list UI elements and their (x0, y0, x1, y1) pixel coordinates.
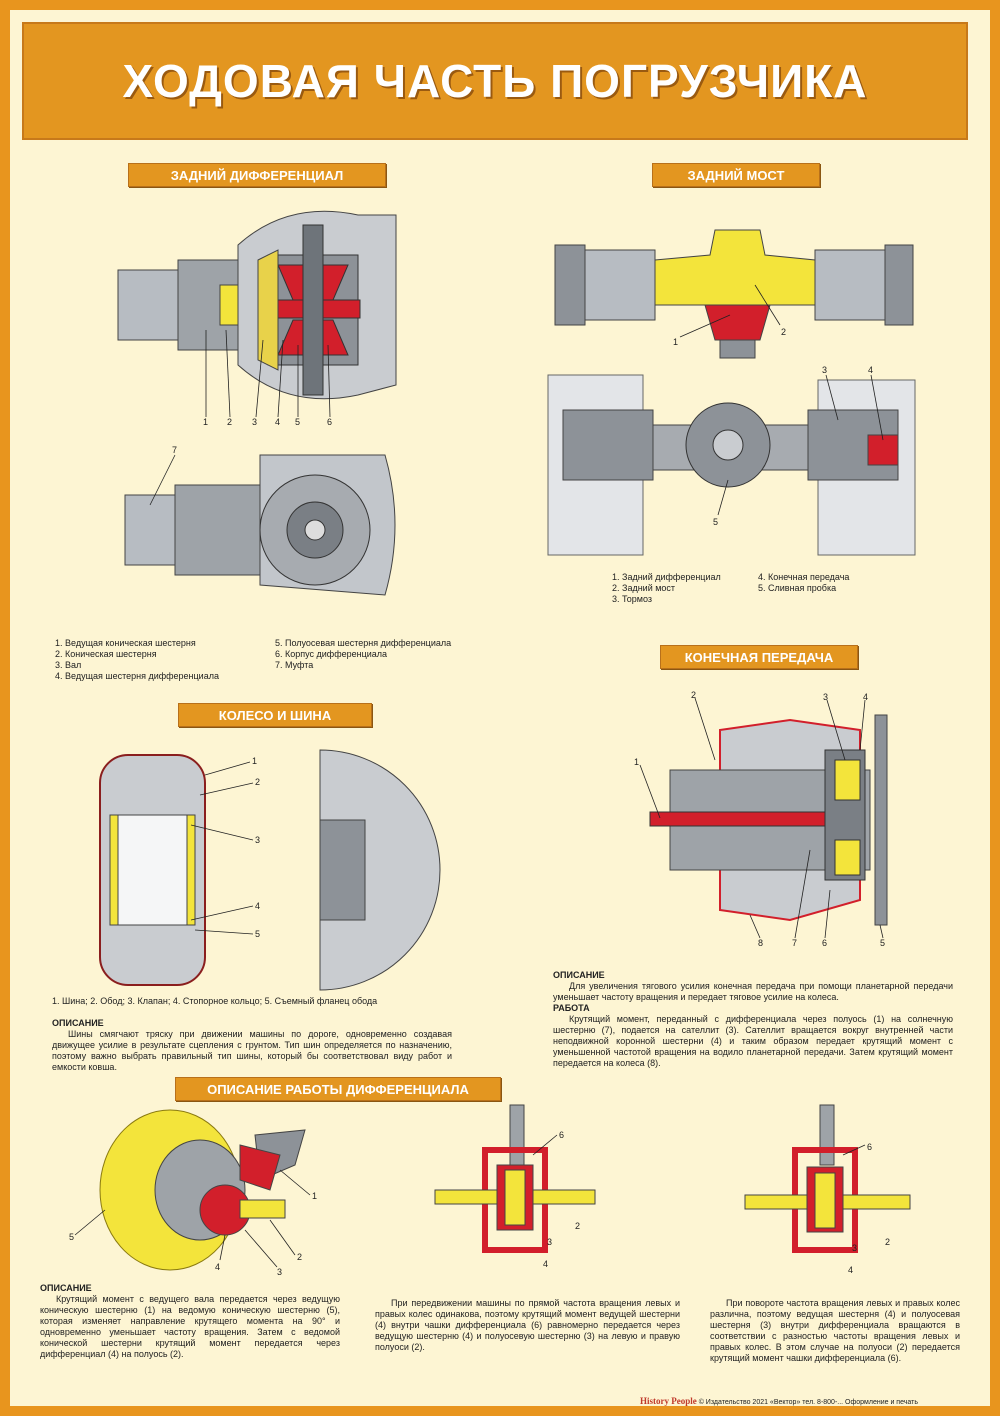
operation-heading: РАБОТА (553, 1003, 590, 1013)
legend-item: 2. Коническая шестерня (55, 649, 157, 659)
rear-differential-section-drawing: 1 2 3 4 5 6 (117, 210, 397, 427)
footer: History People © Издательство 2021 «Вект… (640, 1396, 918, 1406)
legend-item: 3. Вал (55, 660, 82, 670)
differential-turning-drawing: 6 2 3 4 (744, 1104, 911, 1275)
svg-text:6: 6 (867, 1142, 872, 1152)
rear-axle-top-drawing: 12 (554, 229, 914, 359)
rear-differential-view-drawing: 7 (124, 445, 396, 596)
legend-item: 5. Сливная пробка (758, 583, 837, 593)
description-heading: ОПИСАНИЕ (40, 1283, 92, 1293)
svg-text:2: 2 (227, 417, 232, 427)
legend-item: 4. Конечная передача (758, 572, 850, 582)
svg-text:1: 1 (312, 1191, 317, 1201)
svg-text:5: 5 (713, 517, 718, 527)
svg-text:3: 3 (277, 1267, 282, 1277)
legend-item: 4. Ведущая шестерня дифференциала (55, 671, 219, 681)
svg-text:5: 5 (880, 938, 885, 948)
svg-text:6: 6 (822, 938, 827, 948)
footer-text: © Издательство 2021 «Вектор» тел. 8-800-… (698, 1399, 918, 1406)
svg-text:4: 4 (868, 365, 873, 375)
svg-text:6: 6 (559, 1130, 564, 1140)
svg-text:2: 2 (691, 690, 696, 700)
svg-text:1: 1 (252, 756, 257, 766)
svg-text:3: 3 (822, 365, 827, 375)
svg-text:7: 7 (792, 938, 797, 948)
legend-item: 1. Ведущая коническая шестерня (55, 638, 196, 648)
svg-text:4: 4 (215, 1262, 220, 1272)
section-label-rear-differential: ЗАДНИЙ ДИФФЕРЕНЦИАЛ (128, 163, 386, 187)
wheel-tire-drawing: 1 2 3 4 5 (99, 749, 441, 991)
rear-axle-legend-col2: 4. Конечная передача 5. Сливная пробка (758, 572, 849, 594)
differential-description-col1: ОПИСАНИЕ Крутящий момент с ведущего вала… (40, 1283, 340, 1360)
operation-text: Крутящий момент, переданный с дифференци… (553, 1014, 953, 1068)
svg-text:6: 6 (327, 417, 332, 427)
svg-text:1: 1 (203, 417, 208, 427)
title-bar: ХОДОВАЯ ЧАСТЬ ПОГРУЗЧИКА (22, 22, 968, 140)
description-text: При передвижении машины по прямой частот… (375, 1298, 680, 1352)
svg-text:1: 1 (634, 757, 639, 767)
rear-axle-bottom-drawing: 3 4 5 (547, 365, 916, 556)
svg-text:3: 3 (255, 835, 260, 845)
differential-description-col3: При повороте частота вращения левых и пр… (710, 1298, 960, 1364)
rear-differential-legend-col2: 5. Полуосевая шестерня дифференциала 6. … (275, 638, 451, 671)
svg-text:2: 2 (885, 1237, 890, 1247)
svg-text:2: 2 (575, 1221, 580, 1231)
section-label-final-drive: КОНЕЧНАЯ ПЕРЕДАЧА (660, 645, 858, 669)
rear-differential-legend-col1: 1. Ведущая коническая шестерня 2. Кониче… (55, 638, 219, 682)
section-label-differential-operation: ОПИСАНИЕ РАБОТЫ ДИФФЕРЕНЦИАЛА (175, 1077, 501, 1101)
svg-text:3: 3 (823, 692, 828, 702)
svg-text:5: 5 (255, 929, 260, 939)
rear-axle-legend-col1: 1. Задний дифференциал 2. Задний мост 3.… (612, 572, 721, 605)
svg-text:2: 2 (255, 777, 260, 787)
legend-item: 6. Корпус дифференциала (275, 649, 388, 659)
svg-text:3: 3 (852, 1243, 857, 1253)
differential-gears-drawing: 1 2 3 4 5 (69, 1109, 317, 1277)
legend-item: 2. Задний мост (612, 583, 676, 593)
wheel-tire-description: ОПИСАНИЕ Шины смягчают тряску при движен… (52, 1018, 452, 1073)
differential-straight-drawing: 6 2 3 4 (434, 1104, 596, 1269)
svg-text:2: 2 (781, 327, 786, 337)
svg-text:1: 1 (673, 337, 678, 347)
description-heading: ОПИСАНИЕ (52, 1018, 104, 1028)
svg-text:7: 7 (172, 445, 177, 455)
legend-item: 3. Тормоз (612, 594, 653, 604)
legend-item: 5. Полуосевая шестерня дифференциала (275, 638, 452, 648)
differential-description-col2: При передвижении машины по прямой частот… (375, 1298, 680, 1353)
final-drive-drawing: 1 2 3 4 6 7 8 5 (634, 690, 888, 948)
legend-item: 7. Муфта (275, 660, 314, 670)
svg-text:2: 2 (297, 1252, 302, 1262)
svg-text:4: 4 (863, 692, 868, 702)
publisher-logo: History People (640, 1396, 697, 1406)
description-text: Крутящий момент с ведущего вала передает… (40, 1294, 340, 1359)
svg-text:3: 3 (547, 1237, 552, 1247)
svg-text:8: 8 (758, 938, 763, 948)
description-heading: ОПИСАНИЕ (553, 970, 605, 980)
description-text: Шины смягчают тряску при движении машины… (52, 1029, 452, 1072)
svg-text:4: 4 (848, 1265, 853, 1275)
description-text: При повороте частота вращения левых и пр… (710, 1298, 960, 1363)
page-title: ХОДОВАЯ ЧАСТЬ ПОГРУЗЧИКА (122, 55, 868, 107)
description-text: Для увеличения тягового усилия конечная … (553, 981, 953, 1002)
section-label-rear-axle: ЗАДНИЙ МОСТ (652, 163, 820, 187)
final-drive-description: ОПИСАНИЕ Для увеличения тягового усилия … (553, 970, 953, 1069)
svg-text:3: 3 (252, 417, 257, 427)
svg-text:5: 5 (295, 417, 300, 427)
svg-text:4: 4 (275, 417, 280, 427)
svg-text:5: 5 (69, 1232, 74, 1242)
wheel-tire-legend: 1. Шина; 2. Обод; 3. Клапан; 4. Стопорно… (52, 996, 378, 1006)
section-label-wheel-tire: КОЛЕСО И ШИНА (178, 703, 372, 727)
svg-text:4: 4 (255, 901, 260, 911)
svg-text:4: 4 (543, 1259, 548, 1269)
legend-item: 1. Задний дифференциал (612, 572, 721, 582)
